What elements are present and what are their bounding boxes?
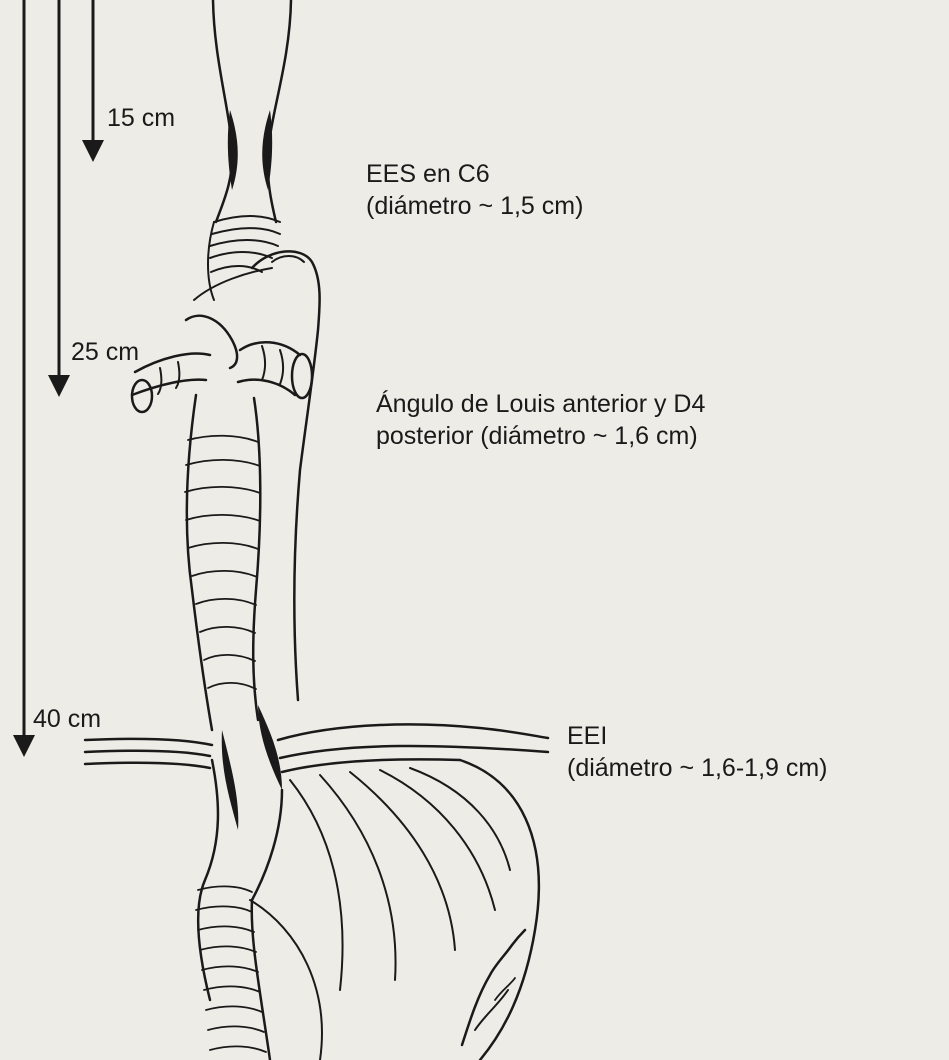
depth-arrow-25: [48, 0, 70, 397]
annotation-eei-line2: (diámetro ~ 1,6-1,9 cm): [567, 752, 828, 784]
bronchi: [132, 316, 312, 412]
esophagus-body: [185, 395, 260, 730]
depth-arrow-40: [13, 0, 35, 757]
depth-label-25: 25 cm: [71, 336, 139, 368]
annotation-eei: EEI (diámetro ~ 1,6-1,9 cm): [567, 720, 828, 784]
annotation-ees-line1: EES en C6: [366, 158, 583, 190]
annotation-louis-line1: Ángulo de Louis anterior y D4: [376, 388, 705, 420]
depth-arrow-15: [82, 0, 104, 162]
annotation-ees-line2: (diámetro ~ 1,5 cm): [366, 190, 583, 222]
upper-esophagus: [213, 0, 291, 222]
annotation-eei-line1: EEI: [567, 720, 828, 752]
depth-label-40: 40 cm: [33, 703, 101, 735]
diaphragm: [85, 724, 548, 772]
artist-signature: [462, 930, 525, 1045]
upper-tracheal-rings: [208, 216, 280, 300]
depth-label-15: 15 cm: [107, 102, 175, 134]
stomach-folds: [250, 760, 539, 1060]
annotation-louis-line2: posterior (diámetro ~ 1,6 cm): [376, 420, 705, 452]
annotation-louis: Ángulo de Louis anterior y D4 posterior …: [376, 388, 705, 452]
annotation-ees: EES en C6 (diámetro ~ 1,5 cm): [366, 158, 583, 222]
